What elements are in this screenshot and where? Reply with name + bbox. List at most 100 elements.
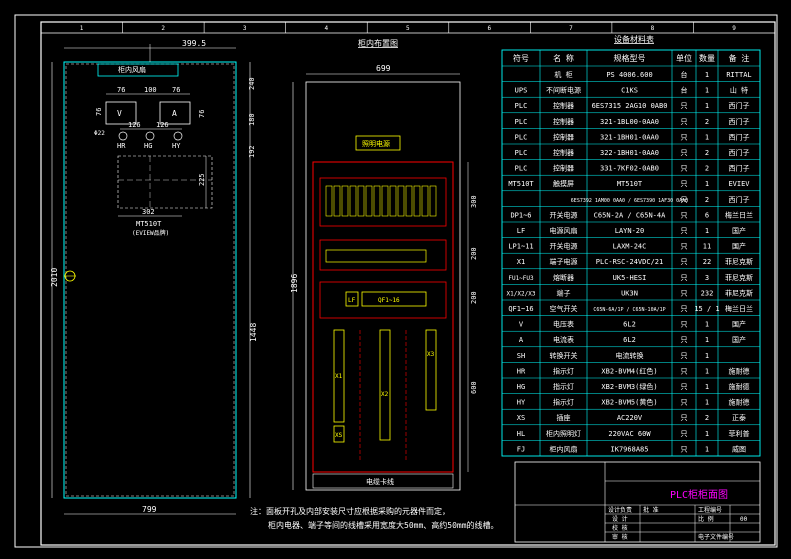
dim-799: 799 bbox=[142, 505, 157, 514]
bom-cell: XS bbox=[517, 414, 525, 422]
plc-module bbox=[333, 185, 341, 217]
bom-cell: LF bbox=[517, 227, 525, 235]
bom-cell: 6ES7315 2AG10 0AB0 bbox=[592, 102, 668, 110]
bom-cell: 22 bbox=[703, 258, 711, 266]
plc-module bbox=[373, 185, 381, 217]
zone-marker: 8 bbox=[651, 25, 655, 32]
bom-cell: 转换开关 bbox=[550, 351, 578, 360]
bom-cell: 1 bbox=[705, 133, 709, 141]
dim-126a: 126 bbox=[128, 121, 141, 129]
bom-cell: 西门子 bbox=[729, 164, 750, 173]
bom-cell: 端子电源 bbox=[550, 257, 578, 266]
bom-cell: PLC bbox=[515, 149, 528, 157]
bom-cell: 国产 bbox=[732, 226, 746, 235]
bom-cell: 220VAC 60W bbox=[608, 430, 651, 438]
bom-cell: PLC bbox=[515, 165, 528, 173]
bom-cell: 施耐德 bbox=[729, 398, 750, 407]
bom-cell: 1 bbox=[705, 445, 709, 453]
bom-cell: 西门子 bbox=[729, 117, 750, 126]
dim-76-right: 76 bbox=[198, 110, 206, 118]
bom-cell: 电流表 bbox=[553, 335, 574, 344]
cable-clamp-bar bbox=[312, 473, 454, 489]
bom-cell: XB2-BVM4(红色) bbox=[601, 366, 657, 375]
dim-180: 180 bbox=[248, 113, 256, 126]
dim-192: 192 bbox=[248, 145, 256, 158]
bom-cell: HG bbox=[517, 383, 525, 391]
bom-cell: 321-1BH01-0AA0 bbox=[600, 133, 659, 141]
bom-cell: 插座 bbox=[557, 413, 571, 422]
bom-title: 设备材料表 bbox=[614, 34, 654, 44]
lamp-hy-circle bbox=[173, 131, 183, 141]
lamp-hy-label: HY bbox=[172, 142, 181, 150]
bom-header-cell: 规格型号 bbox=[614, 53, 646, 63]
bom-cell: 施耐德 bbox=[729, 366, 750, 375]
zone-marker: 4 bbox=[324, 25, 328, 32]
bom-header-cell: 数量 bbox=[699, 53, 715, 63]
dim-300: 300 bbox=[470, 195, 478, 208]
bom-cell: DP1~6 bbox=[510, 211, 531, 219]
bom-cell: 6L2 bbox=[623, 336, 636, 344]
zone-marker: 5 bbox=[406, 25, 410, 32]
plc-module bbox=[365, 185, 373, 217]
socket-xs-label: XS bbox=[335, 432, 343, 439]
tb-ratio: 比 例 bbox=[698, 515, 714, 523]
mounting-plate bbox=[312, 161, 454, 473]
note-line-2: 柜内电器、端子等间的线槽采用宽度大50mm、高约50mm的线槽。 bbox=[268, 520, 499, 530]
bom-cell: SH bbox=[517, 352, 525, 360]
plc-module bbox=[381, 185, 389, 217]
lamp-hr-label: HR bbox=[117, 142, 126, 150]
bom-cell: 柜内照明灯 bbox=[546, 429, 581, 438]
dim-225: 225 bbox=[198, 173, 206, 186]
tb-design: 设计负责 bbox=[608, 506, 632, 514]
bom-cell: 只 bbox=[681, 211, 688, 219]
bom-cell: LP1~11 bbox=[508, 243, 533, 251]
bom-cell: 1 bbox=[705, 430, 709, 438]
bom-cell: 331-7KF02-0AB0 bbox=[600, 165, 659, 173]
bom-cell: 232 bbox=[701, 289, 714, 297]
bom-cell: 1 bbox=[705, 102, 709, 110]
bom-cell: 指示灯 bbox=[553, 398, 574, 407]
plc-module bbox=[429, 185, 437, 217]
bom-cell: 菲利普 bbox=[729, 429, 750, 438]
bom-cell: 1 bbox=[705, 71, 709, 79]
bom-cell: 西门子 bbox=[729, 195, 750, 204]
bom-cell: 1 bbox=[705, 367, 709, 375]
bom-cell: EVIEV bbox=[728, 180, 750, 188]
tb-designer: 设 计 bbox=[612, 515, 628, 523]
plc-zone bbox=[319, 177, 447, 227]
plc-module bbox=[357, 185, 365, 217]
dim-76-left: 76 bbox=[95, 108, 103, 116]
bom-cell: 端子 bbox=[557, 288, 571, 297]
bom-cell: MT510T bbox=[617, 180, 643, 188]
ammeter-label: A bbox=[172, 109, 177, 118]
dim-126b: 126 bbox=[156, 121, 169, 129]
bom-cell: 菲尼克斯 bbox=[725, 288, 753, 297]
bom-cell: 1 bbox=[705, 336, 709, 344]
bom-cell: 1 bbox=[705, 180, 709, 188]
bom-cell: 6 bbox=[705, 211, 709, 219]
bom-cell: 321-1BL00-0AA0 bbox=[600, 118, 659, 126]
bom-cell: 台 bbox=[681, 86, 688, 95]
dim-699: 699 bbox=[376, 64, 391, 73]
voltmeter-box bbox=[105, 101, 137, 125]
bom-cell: 梅兰日兰 bbox=[725, 210, 753, 219]
dim-399: 399.5 bbox=[182, 39, 206, 48]
bom-cell: 只 bbox=[681, 102, 688, 110]
bom-cell: 只 bbox=[681, 414, 688, 422]
drawing-name: PLC柜柜面图 bbox=[670, 488, 728, 501]
bom-cell: 开关电源 bbox=[550, 242, 578, 251]
touch-panel-cutout bbox=[117, 155, 213, 209]
bom-cell: C1KS bbox=[621, 87, 638, 95]
bom-cell: 柜内风扇 bbox=[550, 444, 578, 453]
bom-header-cell: 单位 bbox=[676, 53, 692, 63]
bom-cell: HR bbox=[517, 367, 526, 375]
touch-panel-model: MT510T bbox=[136, 220, 162, 228]
bom-cell: 指示灯 bbox=[553, 366, 574, 375]
bom-cell: 触摸屏 bbox=[553, 179, 574, 188]
inner-frame bbox=[40, 21, 776, 546]
terminal-x1 bbox=[333, 329, 345, 423]
zone-marker: 3 bbox=[243, 25, 247, 32]
qf-label: QF1~16 bbox=[378, 297, 400, 304]
bom-cell: LAYN-20 bbox=[615, 227, 645, 235]
dim-2010: 2010 bbox=[50, 268, 59, 287]
